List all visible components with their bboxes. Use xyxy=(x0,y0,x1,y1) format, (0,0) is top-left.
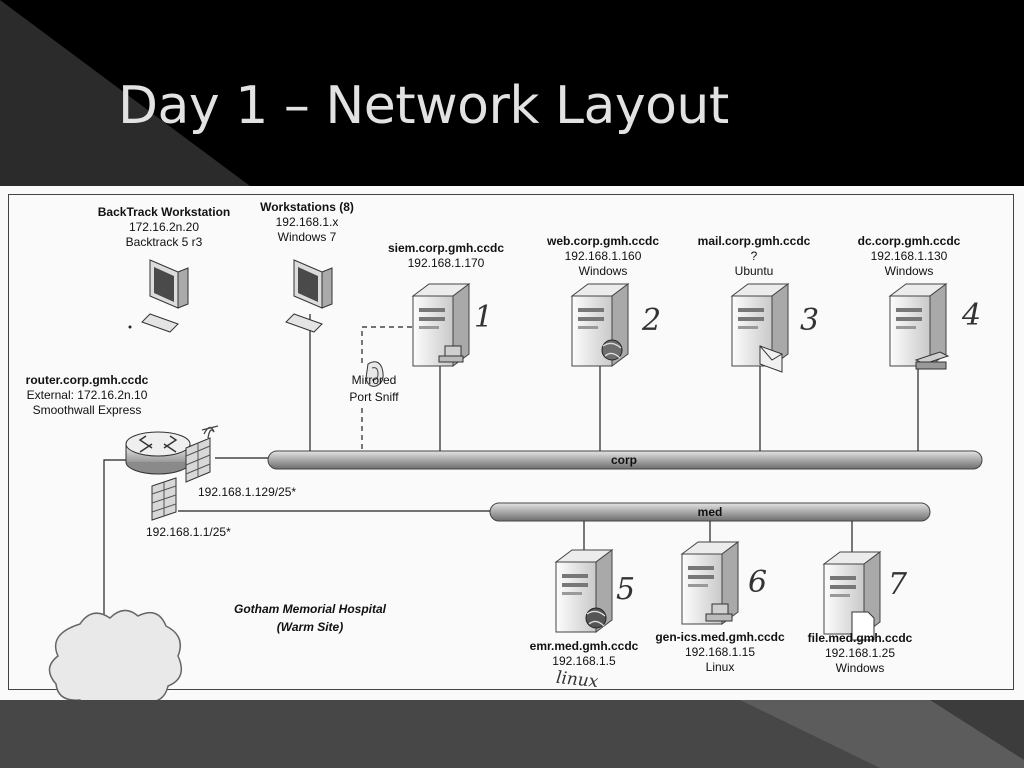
med-network-label: med xyxy=(697,505,723,519)
corp-router-ip: 192.168.1.129/25* xyxy=(198,485,297,499)
workstations-icon xyxy=(285,259,333,333)
handwritten-number-4: 4 xyxy=(962,298,982,333)
genics-server-icon xyxy=(681,541,739,625)
sniffer-icon xyxy=(365,361,384,387)
emr-server-icon xyxy=(555,549,613,633)
dc-label: dc.corp.gmh.ccdc 192.168.1.130 Windows xyxy=(857,234,961,278)
med-router-ip: 192.168.1.1/25* xyxy=(146,525,231,539)
file-label: file.med.gmh.ccdc 192.168.1.25 Windows xyxy=(807,631,913,675)
firewall-icon xyxy=(151,437,211,521)
router-icon xyxy=(125,431,191,475)
corp-network-bus xyxy=(267,450,983,470)
router-label: router.corp.gmh.ccdc External: 172.16.2n… xyxy=(25,373,149,417)
corp-network-label: corp xyxy=(610,453,638,467)
web-server-icon xyxy=(571,283,629,367)
router-hand-mark xyxy=(201,425,219,439)
backtrack-dot xyxy=(128,325,132,329)
siem-server-icon xyxy=(412,283,470,367)
genics-label: gen-ics.med.gmh.ccdc 192.168.1.15 Linux xyxy=(655,630,785,674)
mail-server-icon xyxy=(731,283,789,373)
emr-label: emr.med.gmh.ccdc 192.168.1.5 xyxy=(529,639,639,668)
slide-title: Day 1 – Network Layout xyxy=(118,76,729,136)
workstations-label: Workstations (8) 192.168.1.x Windows 7 xyxy=(260,200,354,244)
mirrored-port-link xyxy=(361,326,412,451)
handwritten-number-5: 5 xyxy=(616,572,636,607)
site-label: Gotham Memorial Hospital (Warm Site) xyxy=(233,602,387,634)
handwritten-number-7: 7 xyxy=(888,567,908,602)
diagram-border xyxy=(8,194,1014,690)
mail-label: mail.corp.gmh.ccdc ? Ubuntu xyxy=(697,234,811,278)
handwritten-number-2: 2 xyxy=(642,303,662,338)
network-links xyxy=(103,314,919,618)
diagram-drawing xyxy=(48,259,983,700)
file-server-icon xyxy=(823,551,881,641)
mirrored-port-label: Mirrored Port Sniff xyxy=(349,373,399,404)
internet-cloud-icon xyxy=(48,609,183,700)
handwritten-number-1: 1 xyxy=(474,300,494,335)
backtrack-label: BackTrack Workstation 172.16.2n.20 Backt… xyxy=(97,205,231,249)
dc-server-icon xyxy=(889,283,950,370)
handwritten-number-6: 6 xyxy=(748,565,768,600)
web-label: web.corp.gmh.ccdc 192.168.1.160 Windows xyxy=(546,234,660,278)
siem-label: siem.corp.gmh.ccdc 192.168.1.170 xyxy=(387,241,505,270)
network-diagram: BackTrack Workstation 172.16.2n.20 Backt… xyxy=(0,186,1024,700)
handwritten-number-3: 3 xyxy=(800,303,820,338)
handwritten-linux-note: linux xyxy=(555,667,600,693)
backtrack-workstation-icon xyxy=(141,259,189,333)
